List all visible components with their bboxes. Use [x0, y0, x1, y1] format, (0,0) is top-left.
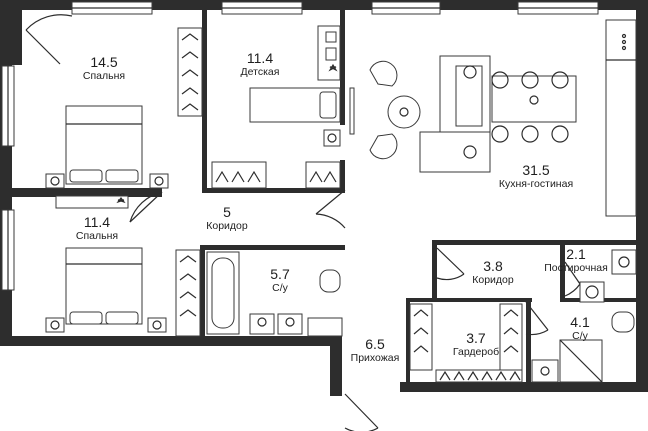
desk-icon [317, 25, 341, 81]
living-kitchen-furniture [349, 19, 637, 217]
room-name: Гардероб [452, 346, 500, 358]
window-icon [371, 1, 441, 15]
bathtub-icon [206, 251, 240, 335]
room-name: С/у [572, 330, 588, 342]
interior-walls [12, 10, 636, 388]
room-label: 3.8 Коридор [472, 258, 513, 286]
bathroom-2-fixtures [531, 311, 635, 383]
room-area: 4.1 [570, 314, 590, 330]
kitchen-counter [605, 19, 637, 217]
sink-icon [249, 313, 303, 335]
entrance-door-icon [344, 393, 379, 431]
room-label: 31.5 Кухня-гостиная [499, 162, 573, 190]
wardrobe-icon [175, 249, 201, 337]
door-icon [129, 191, 163, 223]
room-label: 11.4 Спальня [76, 214, 118, 242]
room-label: 2.1 Постирочная [544, 246, 608, 274]
bed-icon [65, 105, 143, 185]
room-name: Постирочная [544, 262, 608, 274]
bed-icon [249, 87, 341, 123]
sink-icon [531, 359, 559, 383]
nightstand-icon [45, 317, 167, 333]
room-area: 5 [223, 204, 231, 220]
room-area: 31.5 [522, 162, 550, 178]
room-area: 14.5 [90, 54, 118, 70]
window-icon [1, 209, 15, 291]
room-area: 11.4 [83, 214, 111, 230]
room-label: 5 Коридор [206, 204, 247, 232]
wardrobe-icon [211, 161, 341, 189]
tv-icon [349, 87, 355, 135]
room-area: 11.4 [246, 50, 274, 66]
nightstand-icon [323, 129, 341, 147]
room-label: 5.7 С/у [270, 266, 289, 294]
shower-icon [559, 339, 603, 383]
nightstand-icon [45, 173, 169, 189]
bedroom-2-furniture [45, 195, 201, 337]
windows [1, 1, 599, 291]
room-name: Детская [240, 66, 280, 78]
room-name: Кухня-гостиная [498, 178, 574, 190]
dining-table-icon [491, 71, 577, 143]
room-label: 4.1 С/у [570, 314, 589, 342]
room-area: 5.7 [270, 266, 290, 282]
armchair-icon [369, 60, 398, 160]
door-icon [315, 189, 346, 229]
air-conditioner-icon [116, 197, 126, 204]
room-area: 6.5 [365, 336, 385, 352]
room-name: Спальня [75, 230, 119, 242]
room-name: С/у [272, 282, 288, 294]
window-icon [1, 65, 15, 147]
door-icon [436, 247, 465, 281]
window-icon [221, 1, 303, 15]
door-icon [525, 301, 549, 336]
room-label: 6.5 Прихожая [351, 336, 400, 364]
sofa-icon [419, 55, 491, 173]
room-area: 3.8 [483, 258, 503, 274]
bathroom-1-fixtures [206, 251, 343, 337]
sink-icon [611, 249, 637, 275]
toilet-icon [611, 311, 635, 333]
washing-machine-icon [579, 281, 605, 303]
room-label: 3.7 Гардероб [453, 330, 499, 358]
kids-room-furniture [211, 25, 341, 189]
room-name: Коридор [472, 274, 514, 286]
toilet-icon [319, 269, 341, 293]
laundry-fixtures [579, 249, 637, 303]
room-label: 14.5 Спальня [83, 54, 125, 82]
room-name: Спальня [82, 70, 126, 82]
room-name: Прихожая [350, 352, 400, 364]
coffee-table-icon [387, 95, 421, 129]
wardrobe-icon [177, 27, 203, 117]
closet-fixtures [409, 303, 523, 383]
room-area: 3.7 [466, 330, 486, 346]
room-area: 2.1 [566, 246, 586, 262]
window-icon [71, 1, 153, 15]
room-name: Коридор [206, 220, 248, 232]
wardrobe-icon [409, 303, 523, 383]
bedroom-1-furniture [25, 14, 203, 189]
desk-icon [55, 195, 129, 209]
bed-icon [65, 247, 143, 325]
window-icon [517, 1, 599, 15]
room-label: 11.4 Детская [241, 50, 280, 78]
door-icon [25, 14, 73, 65]
